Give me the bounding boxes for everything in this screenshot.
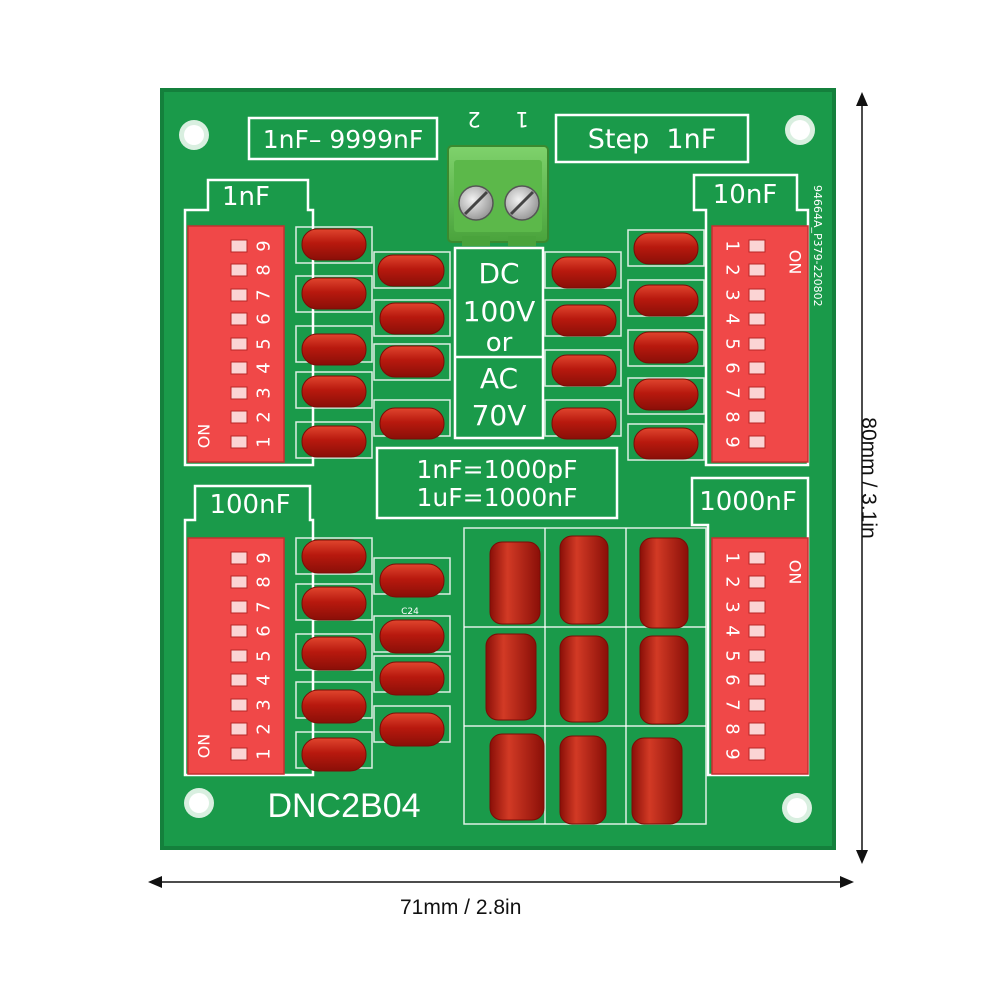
dip-numbers-100nf: 9 8 7 6 5 4 3 2 1 [254,552,275,759]
bank-label-10nf: 10nF [713,180,778,210]
capacitor-footprints [295,226,705,769]
svg-text:5: 5 [254,650,275,661]
svg-text:9: 9 [254,240,275,251]
svg-text:9: 9 [722,436,743,447]
svg-text:2: 2 [722,576,743,587]
svg-text:7: 7 [722,387,743,398]
on-label-1nf: ON [195,424,214,449]
screw-terminal [447,145,549,246]
width-dimension-line [148,876,854,888]
small-capacitors [301,228,699,772]
on-label-10nf: ON [786,250,805,275]
on-label-1000nf: ON [786,560,805,585]
on-label-100nf: ON [195,734,214,759]
rating-box [453,246,545,440]
dip-sliders-1000nf [748,551,766,761]
svg-text:7: 7 [722,699,743,710]
svg-text:2: 2 [254,411,275,422]
svg-text:4: 4 [722,313,743,324]
svg-text:6: 6 [722,362,743,373]
serial-label: 94664A_P379-220802 [811,185,824,307]
rating-line-2: 100V [463,295,536,328]
svg-text:1: 1 [722,240,743,251]
svg-text:3: 3 [254,699,275,710]
svg-text:4: 4 [254,362,275,373]
large-capacitors [485,535,689,825]
svg-text:5: 5 [722,338,743,349]
svg-text:8: 8 [722,723,743,734]
svg-text:9: 9 [254,552,275,563]
svg-text:8: 8 [722,411,743,422]
model-label: DNC2B04 [267,787,420,825]
svg-text:5: 5 [254,338,275,349]
dip-sliders-1nf [230,239,248,449]
bank-outline-1000nf [690,476,810,777]
bank-label-100nf: 100nF [209,490,290,520]
bank-outline-10nf [692,173,810,467]
conversion-line-1: 1nF=1000pF [417,455,578,484]
svg-text:3: 3 [254,387,275,398]
dip-numbers-10nf: 1 2 3 4 5 6 7 8 9 [722,240,743,447]
step-box [554,113,750,164]
conversion-box [375,446,619,520]
rating-line-4: AC [480,362,518,395]
dip-sliders-100nf [230,551,248,761]
conversion-line-2: 1uF=1000nF [417,483,578,512]
terminal-pin-1: 1 [515,107,528,131]
svg-text:6: 6 [254,625,275,636]
svg-text:7: 7 [254,289,275,300]
terminal-pin-2: 2 [467,107,480,131]
svg-text:3: 3 [722,289,743,300]
svg-text:6: 6 [722,674,743,685]
rating-line-5: 70V [472,399,527,432]
svg-text:2: 2 [254,723,275,734]
pcb-edge [160,88,836,850]
svg-text:2: 2 [722,264,743,275]
svg-text:3: 3 [722,601,743,612]
svg-text:6: 6 [254,313,275,324]
svg-text:1: 1 [722,552,743,563]
svg-text:7: 7 [254,601,275,612]
bank-label-1nf: 1nF [222,182,270,212]
step-label: Step 1nF [588,124,716,155]
width-dimension-label: 71mm / 2.8in [400,896,522,919]
svg-text:4: 4 [722,625,743,636]
silk-c24: C24 [401,607,419,617]
svg-text:1: 1 [254,748,275,759]
height-dimension-line [856,92,868,864]
dip-numbers-1000nf: 1 2 3 4 5 6 7 8 9 [722,552,743,759]
svg-text:8: 8 [254,576,275,587]
svg-text:5: 5 [722,650,743,661]
svg-text:8: 8 [254,264,275,275]
svg-text:1: 1 [254,436,275,447]
bank-label-1000nf: 1000nF [699,487,797,517]
dip-numbers-1nf: 9 8 7 6 5 4 3 2 1 [254,240,275,447]
range-label: 1nF– 9999nF [263,125,423,154]
svg-text:9: 9 [722,748,743,759]
range-box [247,116,439,161]
rating-line-1: DC [478,257,519,290]
dip-sliders-10nf [748,239,766,449]
bank-outline-100nf [183,484,315,777]
mounting-holes [179,115,815,823]
svg-text:4: 4 [254,674,275,685]
height-dimension-text: 80mm / 3.1in [857,417,880,539]
rating-line-3: or [486,328,513,358]
